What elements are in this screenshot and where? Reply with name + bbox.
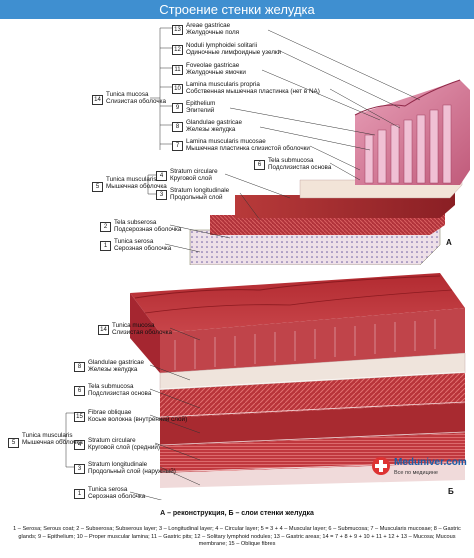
red-cross-icon <box>372 457 390 475</box>
logo-name: Meduniver.com <box>394 457 467 468</box>
label-number: 13 <box>172 25 183 35</box>
panel-b-letter: Б <box>448 487 454 496</box>
label-number: 9 <box>172 103 183 113</box>
label-number: 2 <box>100 222 111 232</box>
label-number: 6 <box>254 160 265 170</box>
panel-b-leader-lines <box>62 327 201 500</box>
label-number: 5 <box>92 182 103 192</box>
label-number: 4 <box>156 171 167 181</box>
label-number: 1 <box>74 489 85 499</box>
panel-a-leader-lines <box>147 27 421 253</box>
panel-a-letter: А <box>446 238 452 247</box>
label-number: 8 <box>74 362 85 372</box>
illustration-panel-a <box>189 79 470 265</box>
label-number: 10 <box>172 84 183 94</box>
label-number: 4 <box>74 440 85 450</box>
label-number: 5 <box>8 438 19 448</box>
label-number: 1 <box>100 241 111 251</box>
figure-caption: А – реконструкция, Б – слои стенки желуд… <box>160 510 314 517</box>
figure-legend: 1 – Serosa; Serous coat; 2 – Subserosa; … <box>13 526 461 547</box>
meduniver-logo: Meduniver.com Все по медицине <box>370 455 467 485</box>
page-title: Строение стенки желудка <box>0 0 474 19</box>
label-number: 6 <box>74 386 85 396</box>
label-number: 15 <box>74 412 85 422</box>
label-number: 7 <box>172 141 183 151</box>
logo-subtitle: Все по медицине <box>394 470 438 476</box>
label-number: 11 <box>172 65 183 75</box>
label-number: 14 <box>98 325 109 335</box>
label-number: 3 <box>156 190 167 200</box>
label-number: 12 <box>172 45 183 55</box>
label-number: 8 <box>172 122 183 132</box>
label-number: 3 <box>74 464 85 474</box>
label-number: 14 <box>92 95 103 105</box>
